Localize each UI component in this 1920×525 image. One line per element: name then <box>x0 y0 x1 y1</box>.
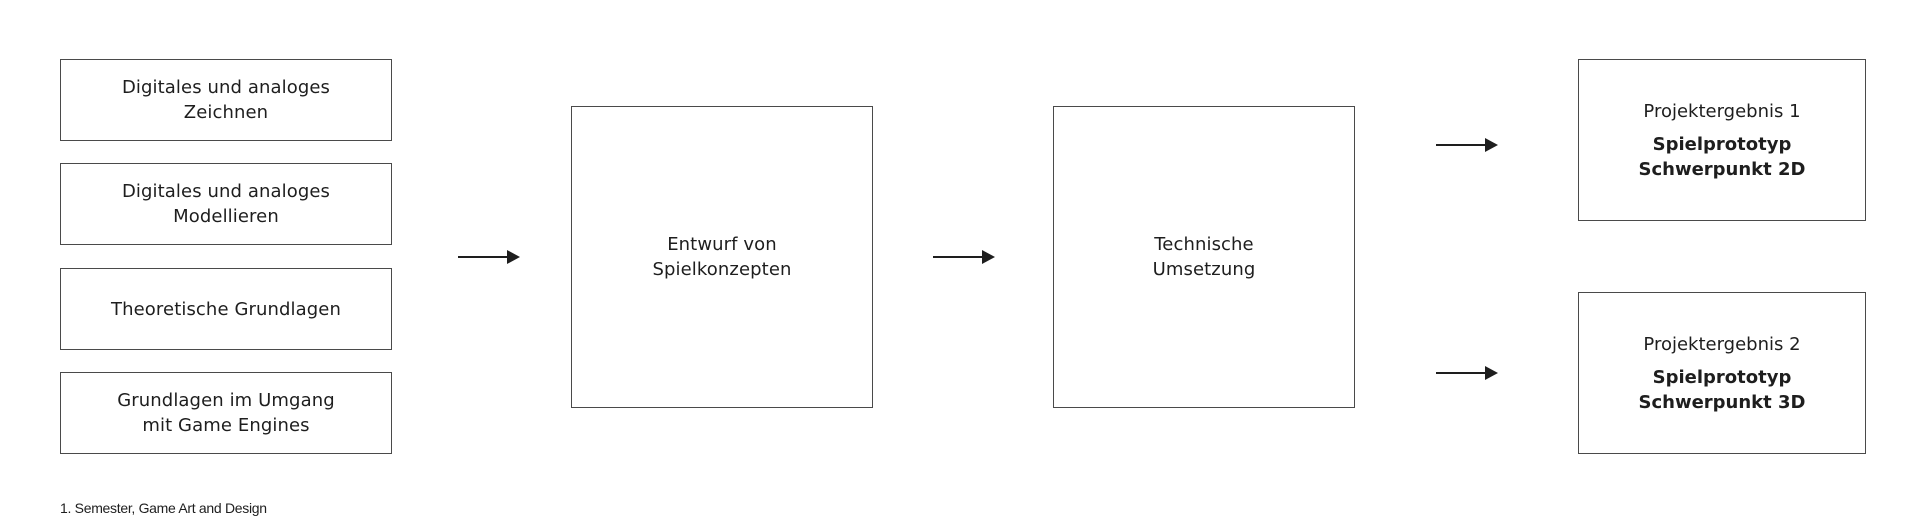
stage-label-umsetzung: Technische Umsetzung <box>1152 234 1256 280</box>
result-box-2: Projektergebnis 2 Spielprototyp Schwerpu… <box>1578 292 1866 454</box>
stage-box-entwurf: Entwurf von Spielkonzepten <box>571 106 873 408</box>
input-box-game-engines: Grundlagen im Umgang mit Game Engines <box>60 372 392 454</box>
input-box-theorie: Theoretische Grundlagen <box>60 268 392 350</box>
result-title-1: Projektergebnis 1 <box>1643 100 1801 122</box>
input-label-zeichnen: Digitales und analoges Zeichnen <box>121 77 331 123</box>
flow-arrow-to-result-1 <box>1436 138 1498 152</box>
footnote-caption: 1. Semester, Game Art and Design <box>60 500 267 516</box>
flow-arrow-inputs-to-entwurf <box>458 250 520 264</box>
result-title-2: Projektergebnis 2 <box>1643 333 1801 355</box>
input-label-modellieren: Digitales und analoges Modellieren <box>121 181 331 227</box>
input-label-game-engines: Grundlagen im Umgang mit Game Engines <box>117 390 335 436</box>
flow-arrow-entwurf-to-umsetzung <box>933 250 995 264</box>
input-box-zeichnen: Digitales und analoges Zeichnen <box>60 59 392 141</box>
flow-arrow-to-result-2 <box>1436 366 1498 380</box>
result-subtitle-1: Spielprototyp Schwerpunkt 2D <box>1638 133 1806 180</box>
stage-box-umsetzung: Technische Umsetzung <box>1053 106 1355 408</box>
stage-label-entwurf: Entwurf von Spielkonzepten <box>652 234 792 280</box>
result-box-1: Projektergebnis 1 Spielprototyp Schwerpu… <box>1578 59 1866 221</box>
input-label-theorie: Theoretische Grundlagen <box>111 298 341 320</box>
input-box-modellieren: Digitales und analoges Modellieren <box>60 163 392 245</box>
result-subtitle-2: Spielprototyp Schwerpunkt 3D <box>1638 366 1806 413</box>
